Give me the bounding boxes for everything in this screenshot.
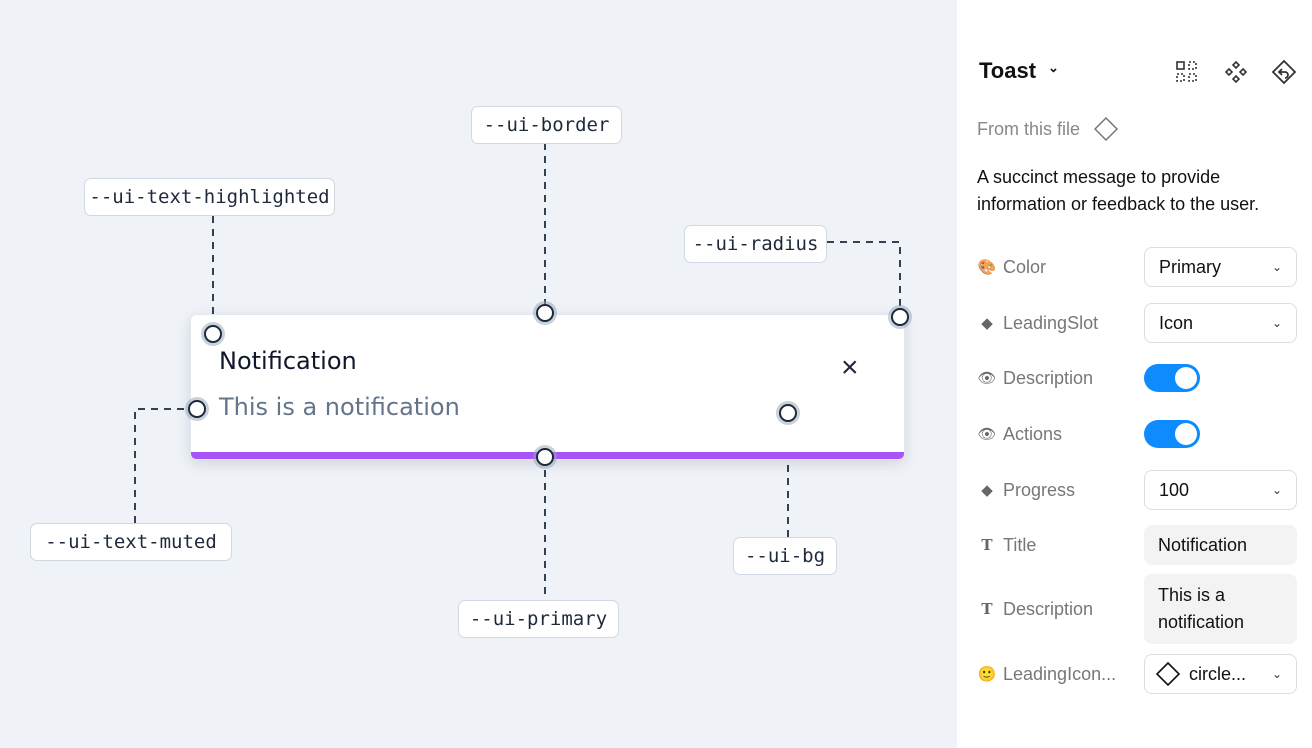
chevron-down-icon: ⌄ [1271,667,1282,681]
toast-preview[interactable]: Notification This is a notification × [190,314,905,460]
prop-label: Description [1003,598,1094,619]
component-name: Toast [979,58,1037,83]
prop-label: Title [1003,534,1037,555]
chevron-down-icon: ⌄ [1271,483,1282,497]
eye-icon: 👁 [977,370,997,387]
title-input[interactable]: Notification [1144,525,1297,565]
prop-label: Color [1003,256,1047,277]
text-icon: T [981,536,993,554]
connector-text-muted [134,408,197,523]
prop-label: LeadingSlot [1003,312,1099,333]
close-icon[interactable]: × [841,351,859,384]
description-input[interactable]: This is a notification [1144,574,1297,644]
select-value: circle... [1189,663,1247,684]
prop-color: 🎨 Color Primary ⌄ [977,247,1297,287]
text-icon: T [981,600,993,618]
select-value: Primary [1159,256,1221,277]
component-name-dropdown[interactable]: Toast ⌄ [979,58,1059,84]
anchor-dot [188,400,206,418]
eye-icon: 👁 [977,426,997,443]
prop-description-text: T Description This is a notification [977,574,1297,644]
token-text-highlighted: --ui-text-highlighted [84,178,335,216]
connector-radius [827,241,901,317]
component-icon[interactable] [1222,58,1250,86]
actions-toggle[interactable] [1144,420,1200,448]
grid-icon[interactable] [1173,58,1201,86]
prop-label: Progress [1003,479,1076,500]
token-border: --ui-border [471,106,622,144]
diamond-icon [1155,661,1181,687]
source-info: From this file [977,117,1119,141]
select-value: Icon [1159,312,1194,333]
token-text-muted: --ui-text-muted [30,523,232,561]
diamond-filled-icon: ◆ [981,315,993,332]
prop-label: Description [1003,367,1094,388]
anchor-dot [891,308,909,326]
prop-description-toggle: 👁 Description [977,358,1297,398]
progress-select[interactable]: 100 ⌄ [1144,470,1297,510]
token-bg: --ui-bg [733,537,837,575]
palette-icon: 🎨 [977,259,997,276]
select-value: 100 [1159,479,1190,500]
diamond-icon [1094,117,1119,141]
anchor-dot [536,304,554,322]
token-connector-lines [134,143,901,600]
chevron-down-icon: ⌄ [1271,260,1282,274]
design-canvas[interactable]: Notification This is a notification × --… [0,0,957,748]
description-toggle[interactable] [1144,364,1200,392]
token-radius: --ui-radius [684,225,827,263]
source-label: From this file [977,118,1081,139]
prop-leadingslot: ◆ LeadingSlot Icon ⌄ [977,303,1297,343]
leadingicon-select[interactable]: circle... ⌄ [1144,654,1297,694]
component-description: A succinct message to provide informatio… [977,167,1260,214]
chevron-down-icon: ⌄ [1048,60,1059,75]
toast-title: Notification [219,347,357,375]
prop-label: Actions [1003,423,1063,444]
token-primary: --ui-primary [458,600,619,638]
diamond-filled-icon: ◆ [981,482,993,499]
anchor-dot [204,325,222,343]
smiley-icon: 🙂 [977,666,997,683]
prop-leadingicon: 🙂 LeadingIcon... circle... ⌄ [977,654,1297,694]
leadingslot-select[interactable]: Icon ⌄ [1144,303,1297,343]
anchor-dot [779,404,797,422]
toast-description: This is a notification [219,393,460,421]
prop-progress: ◆ Progress 100 ⌄ [977,470,1297,510]
properties-panel: Toast ⌄ From this file A succinct messag… [957,0,1312,748]
color-select[interactable]: Primary ⌄ [1144,247,1297,287]
prop-actions-toggle: 👁 Actions [977,414,1297,454]
chevron-down-icon: ⌄ [1271,316,1282,330]
go-to-main-icon[interactable] [1270,58,1298,86]
prop-title: T Title Notification [977,525,1297,565]
prop-label: LeadingIcon... [1003,663,1117,684]
anchor-dot [536,448,554,466]
